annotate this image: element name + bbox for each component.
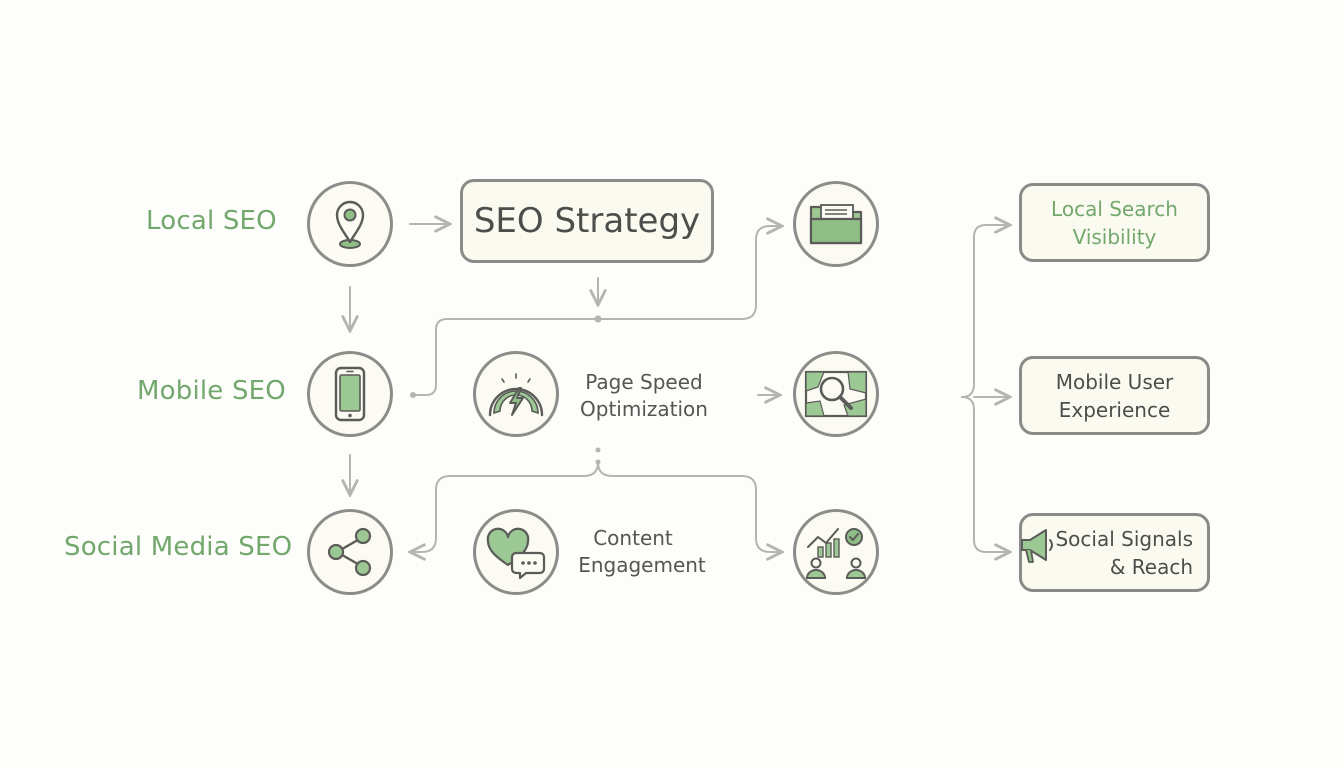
output-social-signals-reach: Social Signals & Reach [1019,513,1210,592]
social-media-seo-node [307,509,393,595]
analytics-node [793,509,879,595]
page-speed-line2: Optimization [580,397,708,421]
bracket-lower [961,396,1011,553]
megaphone-icon [1021,529,1053,563]
bracket-upper [961,224,1011,398]
mobile-seo-node [307,351,393,437]
output-mobile-user-experience: Mobile User Experience [1019,356,1210,435]
content-engagement-label: Content Engagement [574,525,710,579]
label-local-seo: Local SEO [146,206,277,236]
smartphone-icon [334,366,366,422]
folder-icon [809,204,863,245]
route-to-social [410,461,599,552]
heart-chat-icon [486,527,546,579]
map-search-node [793,351,879,437]
junction-dot [594,315,602,323]
junction-dot [595,459,601,465]
label-social-media-seo: Social Media SEO [64,532,293,562]
page-speed-line1: Page Speed [585,370,703,394]
seo-strategy-title: SEO Strategy [473,201,701,241]
share-icon [327,527,372,577]
local-seo-node [307,181,393,267]
page-speed-node [473,351,559,437]
output-social-line2: & Reach [1109,554,1193,579]
output-local-line2: Visibility [1072,224,1157,249]
output-local-search-visibility: Local Search Visibility [1019,183,1210,262]
seo-strategy-box: SEO Strategy [460,179,714,263]
junction-dot [410,392,416,398]
speedometer-icon [488,373,544,417]
content-engagement-node [473,509,559,595]
route-to-analytics [597,461,782,552]
content-line1: Content [593,526,673,550]
folder-node [793,181,879,267]
page-speed-label: Page Speed Optimization [574,369,714,423]
analytics-users-icon [805,528,867,579]
content-line2: Engagement [578,553,706,577]
map-search-icon [804,370,868,418]
output-mobile-line2: Experience [1058,397,1171,422]
map-pin-icon [335,200,365,249]
junction-dot [595,447,601,453]
output-local-line1: Local Search [1051,196,1178,221]
label-mobile-seo: Mobile SEO [137,376,286,406]
output-social-line1: Social Signals [1055,526,1193,551]
output-mobile-line1: Mobile User [1055,369,1174,394]
